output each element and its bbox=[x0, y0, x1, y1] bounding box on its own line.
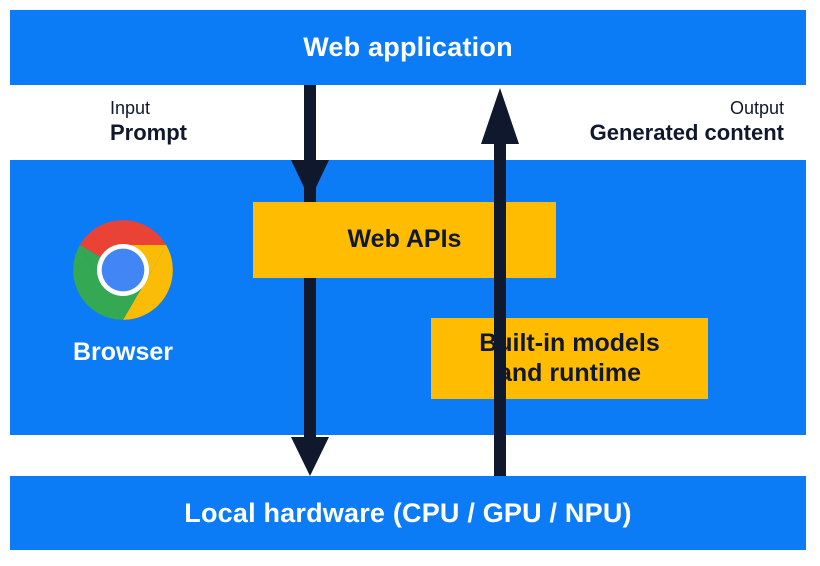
band-web-application: Web application bbox=[10, 10, 806, 85]
box-built-in-models-line1: Built-in models bbox=[479, 329, 660, 357]
caption-output-value: Generated content bbox=[589, 120, 784, 146]
band-local-hardware: Local hardware (CPU / GPU / NPU) bbox=[10, 476, 806, 550]
caption-input-flow: Input Prompt bbox=[110, 98, 187, 146]
caption-input-kind: Input bbox=[110, 98, 151, 118]
caption-input-value: Prompt bbox=[110, 120, 187, 146]
box-built-in-models-label: Built-in models and runtime bbox=[479, 329, 660, 388]
box-web-apis: Web APIs bbox=[253, 202, 556, 278]
box-built-in-models: Built-in models and runtime bbox=[431, 318, 708, 399]
box-built-in-models-line2: and runtime bbox=[497, 358, 642, 387]
browser-label: Browser bbox=[72, 338, 174, 366]
band-local-hardware-label: Local hardware (CPU / GPU / NPU) bbox=[184, 497, 632, 528]
box-web-apis-label: Web APIs bbox=[347, 225, 462, 254]
band-web-application-label: Web application bbox=[303, 32, 513, 62]
caption-output-kind: Output bbox=[729, 98, 784, 118]
arrow-down-head-icon bbox=[291, 437, 329, 476]
browser-mark: Browser bbox=[62, 218, 184, 367]
caption-output-flow: Output Generated content bbox=[590, 98, 784, 146]
chrome-logo-icon bbox=[73, 220, 173, 320]
